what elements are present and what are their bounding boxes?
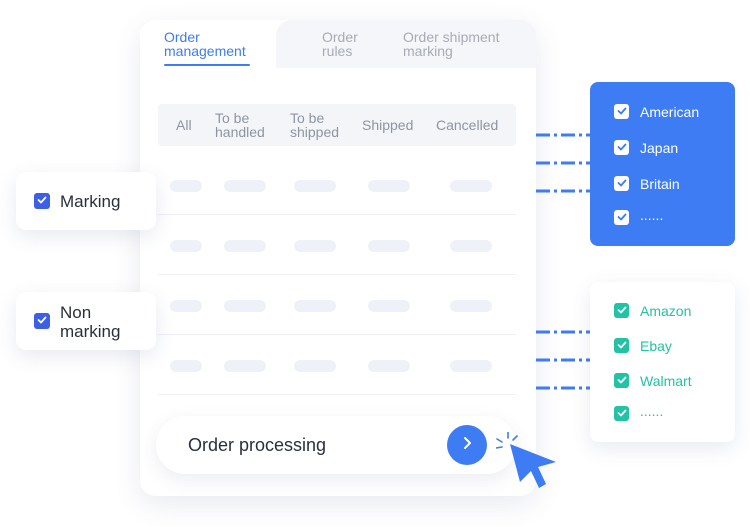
non-marking-card[interactable]: Non marking xyxy=(16,292,156,350)
checkmark-icon xyxy=(617,302,627,320)
active-tab-indicator xyxy=(164,64,250,66)
placeholder-cell xyxy=(368,240,410,252)
country-label: Britain xyxy=(640,176,680,192)
checkmark-icon xyxy=(617,372,627,390)
platform-checkbox[interactable] xyxy=(614,406,629,421)
row-divider xyxy=(158,394,516,395)
non-marking-checkbox[interactable] xyxy=(34,313,50,329)
tab-order-shipment-marking[interactable]: Order shipment marking xyxy=(382,20,536,68)
tab-label-line2: rules xyxy=(322,43,353,59)
connector-line xyxy=(536,358,592,362)
platform-label: ...... xyxy=(640,403,664,419)
filter-all[interactable]: All xyxy=(176,104,192,146)
order-processing-label: Order processing xyxy=(188,435,327,455)
checkmark-icon xyxy=(617,175,627,193)
tab-label-line2: marking xyxy=(403,43,453,59)
placeholder-cell xyxy=(170,360,202,372)
row-divider xyxy=(158,274,516,275)
placeholder-cell xyxy=(450,360,492,372)
filter-label: Shipped xyxy=(362,117,414,133)
marking-card[interactable]: Marking xyxy=(16,172,156,230)
country-checkbox[interactable] xyxy=(614,210,629,225)
placeholder-cell xyxy=(224,360,266,372)
row-divider xyxy=(158,334,516,335)
connector-line xyxy=(536,133,592,137)
placeholder-cell xyxy=(224,300,266,312)
placeholder-cell xyxy=(294,360,336,372)
non-marking-label-line1: Non xyxy=(60,303,92,322)
filter-label: Cancelled xyxy=(436,117,499,133)
marking-label: Marking xyxy=(60,192,121,211)
tab-label-line1: Order xyxy=(322,29,358,45)
country-label: American xyxy=(640,104,700,120)
tab-order-management[interactable]: Order management xyxy=(140,20,276,68)
placeholder-cell xyxy=(170,180,202,192)
order-management-card: Order management Order rules Order shipm… xyxy=(140,20,536,496)
placeholder-cell xyxy=(450,180,492,192)
placeholder-cell xyxy=(450,240,492,252)
order-processing-bar[interactable]: Order processing xyxy=(156,416,516,474)
platform-list-card: Amazon Ebay Walmart ...... xyxy=(590,282,735,442)
checkmark-icon xyxy=(37,312,47,330)
filter-to-be-handled[interactable]: To be handled xyxy=(215,104,265,146)
connector-line xyxy=(536,161,592,165)
country-checkbox[interactable] xyxy=(614,104,629,119)
placeholder-cell xyxy=(294,240,336,252)
status-filter-bar: All To be handled To be shipped Shipped … xyxy=(158,104,516,146)
placeholder-cell xyxy=(170,240,202,252)
filter-label-line2: handled xyxy=(215,124,265,140)
checkmark-icon xyxy=(37,192,47,210)
connector-line xyxy=(536,330,592,334)
checkmark-icon xyxy=(617,209,627,227)
non-marking-label: Non marking xyxy=(60,303,120,341)
country-checkbox[interactable] xyxy=(614,176,629,191)
filter-label-line1: To be xyxy=(215,110,250,126)
placeholder-cell xyxy=(450,300,492,312)
checkmark-icon xyxy=(617,337,627,355)
checkmark-icon xyxy=(617,103,627,121)
placeholder-cell xyxy=(224,240,266,252)
platform-label: Ebay xyxy=(640,338,672,354)
placeholder-cell xyxy=(368,300,410,312)
tab-label-line1: Order xyxy=(164,29,200,45)
filter-label-line2: shipped xyxy=(290,124,340,140)
country-list-card: American Japan Britain ...... xyxy=(590,82,735,246)
country-label: ...... xyxy=(640,207,664,223)
platform-checkbox[interactable] xyxy=(614,303,629,318)
filter-cancelled[interactable]: Cancelled xyxy=(436,104,498,146)
placeholder-cell xyxy=(170,300,202,312)
pointer-cursor-icon xyxy=(495,431,562,494)
filter-label: All xyxy=(176,117,192,133)
country-checkbox[interactable] xyxy=(614,140,629,155)
marking-checkbox[interactable] xyxy=(34,193,50,209)
connector-line xyxy=(536,189,592,193)
tab-order-rules[interactable]: Order rules xyxy=(284,20,382,68)
filter-to-be-shipped[interactable]: To be shipped xyxy=(290,104,339,146)
row-divider xyxy=(158,214,516,215)
connector-line xyxy=(536,386,592,390)
platform-label: Amazon xyxy=(640,303,692,319)
tab-label-line2: management xyxy=(164,43,246,59)
checkmark-icon xyxy=(617,405,627,423)
filter-shipped[interactable]: Shipped xyxy=(362,104,413,146)
placeholder-cell xyxy=(368,360,410,372)
platform-label: Walmart xyxy=(640,373,692,389)
non-marking-label-line2: marking xyxy=(60,322,121,341)
placeholder-cell xyxy=(368,180,410,192)
chevron-right-icon xyxy=(459,435,475,456)
order-processing-button[interactable] xyxy=(447,425,487,465)
tab-label-line1: Order shipment xyxy=(403,29,500,45)
platform-checkbox[interactable] xyxy=(614,373,629,388)
placeholder-cell xyxy=(294,180,336,192)
filter-label-line1: To be xyxy=(290,110,325,126)
country-label: Japan xyxy=(640,140,679,156)
placeholder-cell xyxy=(294,300,336,312)
checkmark-icon xyxy=(617,139,627,157)
platform-checkbox[interactable] xyxy=(614,338,629,353)
placeholder-cell xyxy=(224,180,266,192)
